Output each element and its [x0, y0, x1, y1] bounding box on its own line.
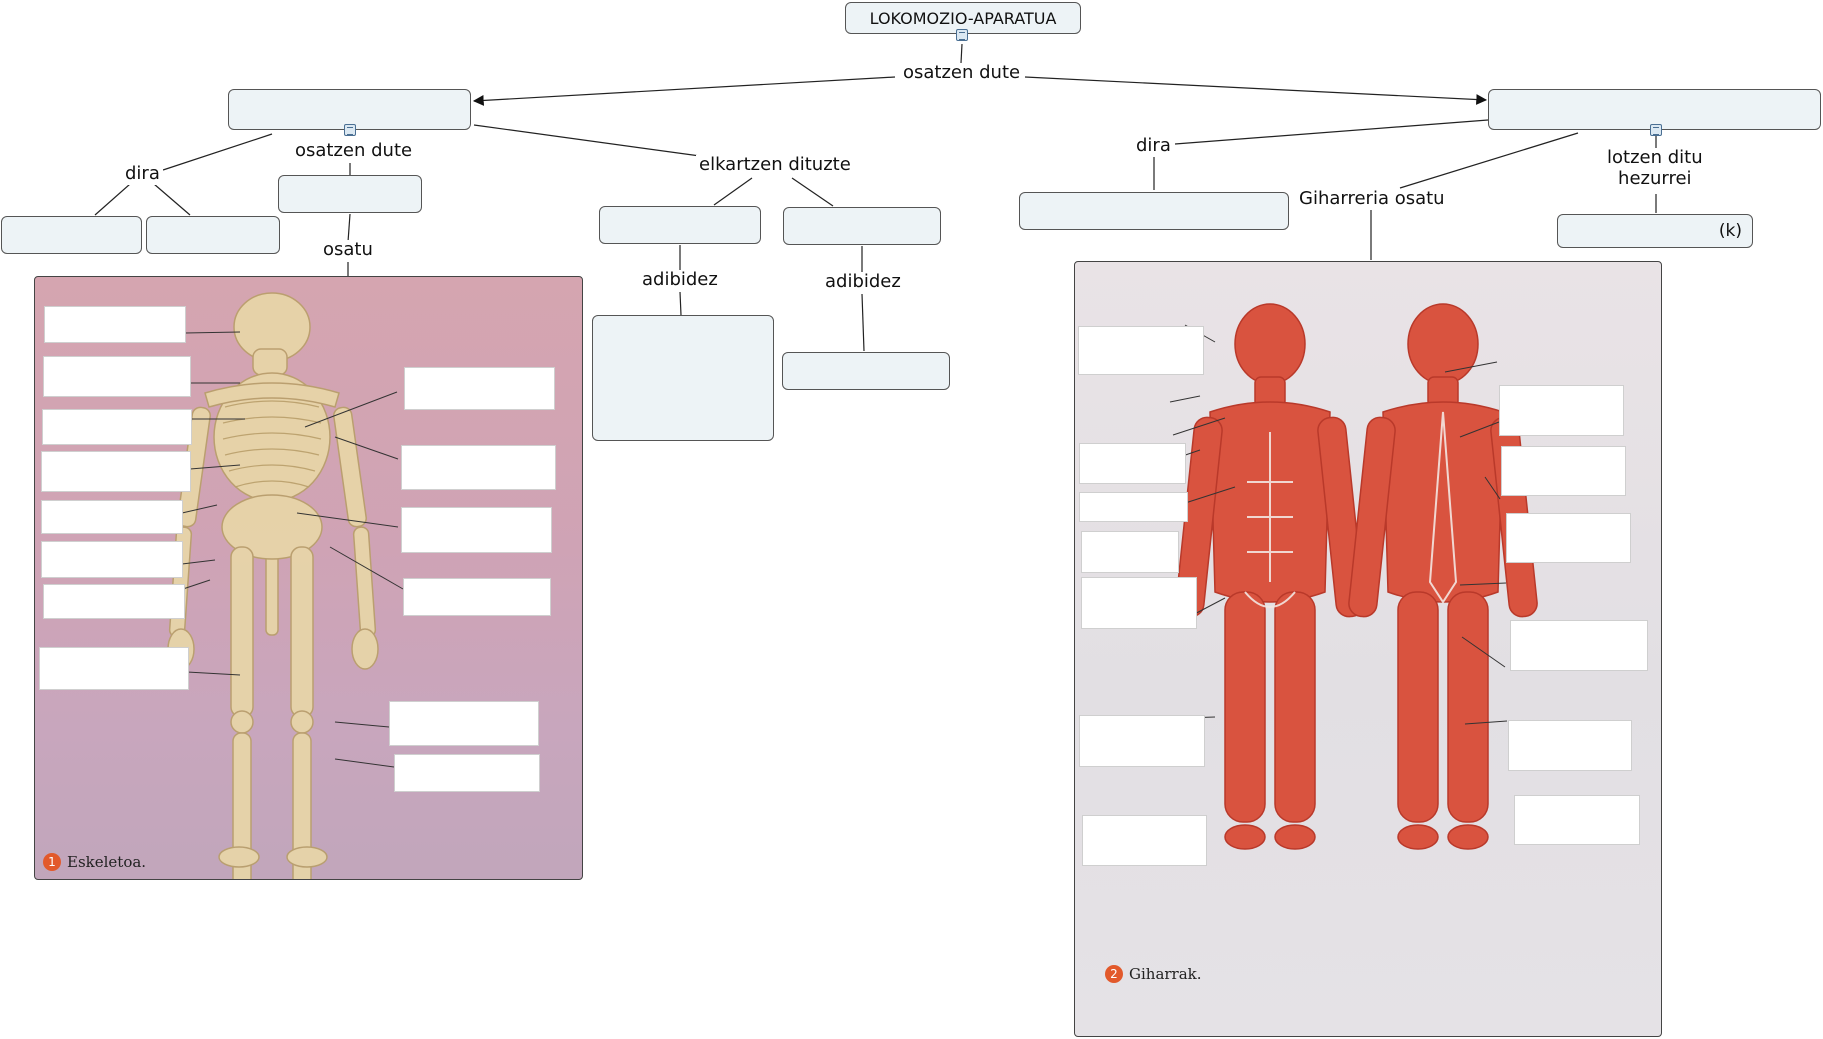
root-node[interactable]: LOKOMOZIO-APARATUA — [845, 2, 1081, 34]
skeleton-figure — [167, 292, 404, 879]
skeleton-label-box[interactable] — [41, 541, 183, 578]
caption-text: Eskeletoa. — [67, 853, 147, 871]
skeleton-caption: 1 Eskeletoa. — [43, 853, 146, 871]
skeleton-label-box[interactable] — [44, 306, 186, 343]
muscle-figures — [1164, 303, 1538, 850]
muscle-label-box[interactable] — [1078, 326, 1204, 375]
resource-icon[interactable] — [1650, 124, 1662, 136]
node-right-main[interactable] — [1488, 89, 1821, 130]
k-suffix: (k) — [1718, 221, 1742, 241]
skeleton-label-box[interactable] — [389, 701, 539, 746]
link-label-adibidez-2: adibidez — [822, 271, 904, 293]
muscle-label-box[interactable] — [1499, 385, 1624, 436]
muscle-label-box[interactable] — [1081, 531, 1179, 573]
root-title: LOKOMOZIO-APARATUA — [869, 8, 1057, 28]
skeleton-label-box[interactable] — [43, 584, 185, 619]
muscle-label-box[interactable] — [1079, 715, 1205, 767]
link-label-adibidez-1: adibidez — [639, 269, 721, 291]
resource-icon[interactable] — [956, 29, 968, 41]
node-example-1[interactable] — [592, 315, 774, 441]
link-label-left-osatzen: osatzen dute — [292, 140, 416, 162]
link-label-elkartzen: elkartzen dituzte — [696, 154, 854, 176]
node-left-osatzen[interactable] — [278, 175, 422, 213]
skeleton-label-box[interactable] — [404, 367, 555, 410]
muscles-image: 2 Giharrak. — [1074, 261, 1662, 1037]
muscle-label-box[interactable] — [1082, 815, 1207, 866]
muscles-caption: 2 Giharrak. — [1105, 965, 1202, 983]
caption-text: Giharrak. — [1129, 965, 1202, 983]
skeleton-label-box[interactable] — [401, 445, 556, 490]
skeleton-label-box[interactable] — [43, 356, 191, 397]
link-label-top: osatzen dute — [900, 62, 1024, 84]
skeleton-label-box[interactable] — [39, 647, 189, 690]
skeleton-label-box[interactable] — [394, 754, 540, 792]
skeleton-label-box[interactable] — [42, 409, 192, 445]
muscle-label-box[interactable] — [1501, 446, 1626, 496]
node-left-main[interactable] — [228, 89, 471, 130]
link-label-left-dira: dira — [122, 163, 163, 185]
node-left-dira-1[interactable] — [1, 216, 142, 254]
caption-number-badge: 1 — [43, 853, 61, 871]
node-elkartzen-2[interactable] — [783, 207, 941, 245]
muscle-label-box[interactable] — [1510, 620, 1648, 671]
link-label-left-osatu: osatu — [320, 239, 376, 261]
muscle-label-box[interactable] — [1081, 577, 1197, 629]
skeleton-label-box[interactable] — [401, 507, 552, 553]
node-left-dira-2[interactable] — [146, 216, 280, 254]
link-label-lotzen-line2: hezurrei — [1618, 167, 1692, 189]
muscle-label-box[interactable] — [1079, 443, 1186, 484]
skeleton-label-box[interactable] — [403, 578, 551, 616]
node-elkartzen-1[interactable] — [599, 206, 761, 244]
skeleton-image: 1 Eskeletoa. — [34, 276, 583, 880]
muscle-label-box[interactable] — [1514, 795, 1640, 845]
link-label-lotzen-line1: lotzen ditu — [1607, 147, 1703, 168]
muscle-label-box[interactable] — [1508, 720, 1632, 771]
link-label-right-dira: dira — [1133, 135, 1174, 157]
node-right-dira[interactable] — [1019, 192, 1289, 230]
node-example-2[interactable] — [782, 352, 950, 390]
node-lotzen-k[interactable]: (k) — [1557, 214, 1753, 248]
skeleton-label-box[interactable] — [41, 500, 183, 534]
caption-number-badge: 2 — [1105, 965, 1123, 983]
skeleton-label-box[interactable] — [41, 451, 191, 492]
resource-icon[interactable] — [344, 124, 356, 136]
muscle-label-box[interactable] — [1506, 513, 1631, 563]
link-label-lotzen: lotzen ditu hezurrei — [1604, 147, 1706, 190]
link-label-giharreria: Giharreria osatu — [1296, 188, 1448, 210]
muscle-label-box[interactable] — [1079, 492, 1188, 522]
